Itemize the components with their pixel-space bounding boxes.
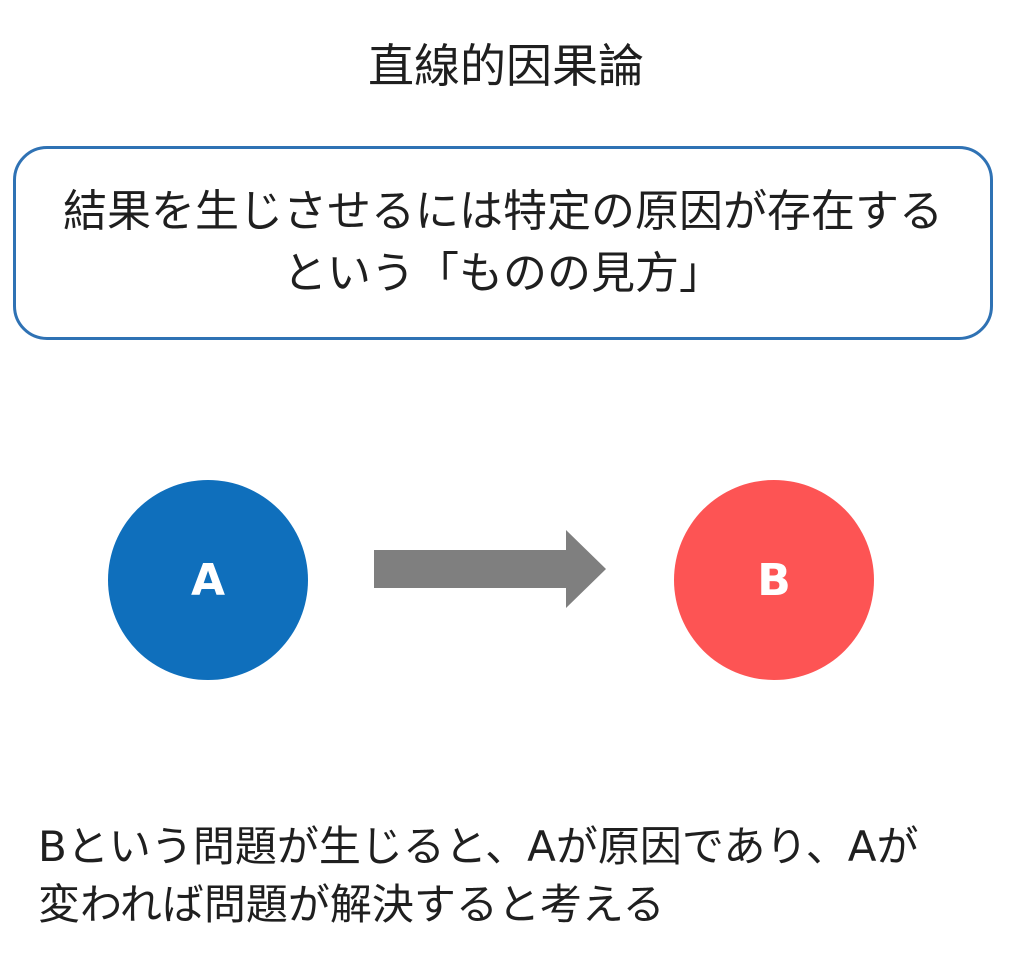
node-b-circle: B: [674, 480, 874, 680]
definition-box: 結果を生じさせるには特定の原因が存在する という「ものの見方」: [13, 146, 993, 340]
node-a-circle: A: [108, 480, 308, 680]
definition-line-1: 結果を生じさせるには特定の原因が存在する: [63, 186, 943, 237]
slide-title: 直線的因果論: [368, 39, 644, 93]
conclusion-line-2: 変われば問題が解決すると考える: [38, 880, 665, 929]
definition-line-2: という「ものの見方」: [283, 248, 723, 299]
node-a-label: A: [190, 554, 226, 606]
conclusion-text: Bという問題が生じると、Aが原因であり、Aが 変われば問題が解決すると考える: [38, 818, 988, 934]
conclusion-line-1: Bという問題が生じると、Aが原因であり、Aが: [38, 822, 919, 871]
node-b-label: B: [757, 554, 791, 606]
cause-effect-arrow: [374, 530, 606, 608]
arrow-shape: [374, 530, 606, 608]
